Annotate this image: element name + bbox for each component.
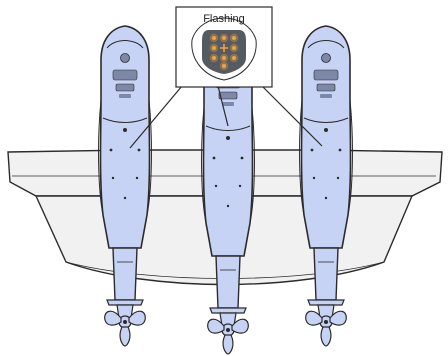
indicator-light bbox=[232, 56, 236, 60]
indicator-light bbox=[222, 36, 226, 40]
flashing-indicator-lights bbox=[209, 33, 239, 71]
indicator-callout: Flashing bbox=[175, 6, 273, 88]
indicator-light bbox=[212, 46, 216, 50]
indicator-light bbox=[222, 64, 226, 68]
outboard-engine-starboard bbox=[298, 25, 354, 347]
callout-leader-lines bbox=[129, 85, 323, 149]
indicator-light bbox=[222, 56, 226, 60]
indicator-light bbox=[232, 46, 236, 50]
indicator-light bbox=[232, 36, 236, 40]
callout-label: Flashing bbox=[203, 13, 245, 25]
outboard-engine-port bbox=[97, 25, 153, 347]
indicator-cross-icon bbox=[220, 44, 228, 52]
indicator-light bbox=[212, 56, 216, 60]
indicator-light bbox=[212, 36, 216, 40]
indicator-panel bbox=[202, 30, 246, 74]
